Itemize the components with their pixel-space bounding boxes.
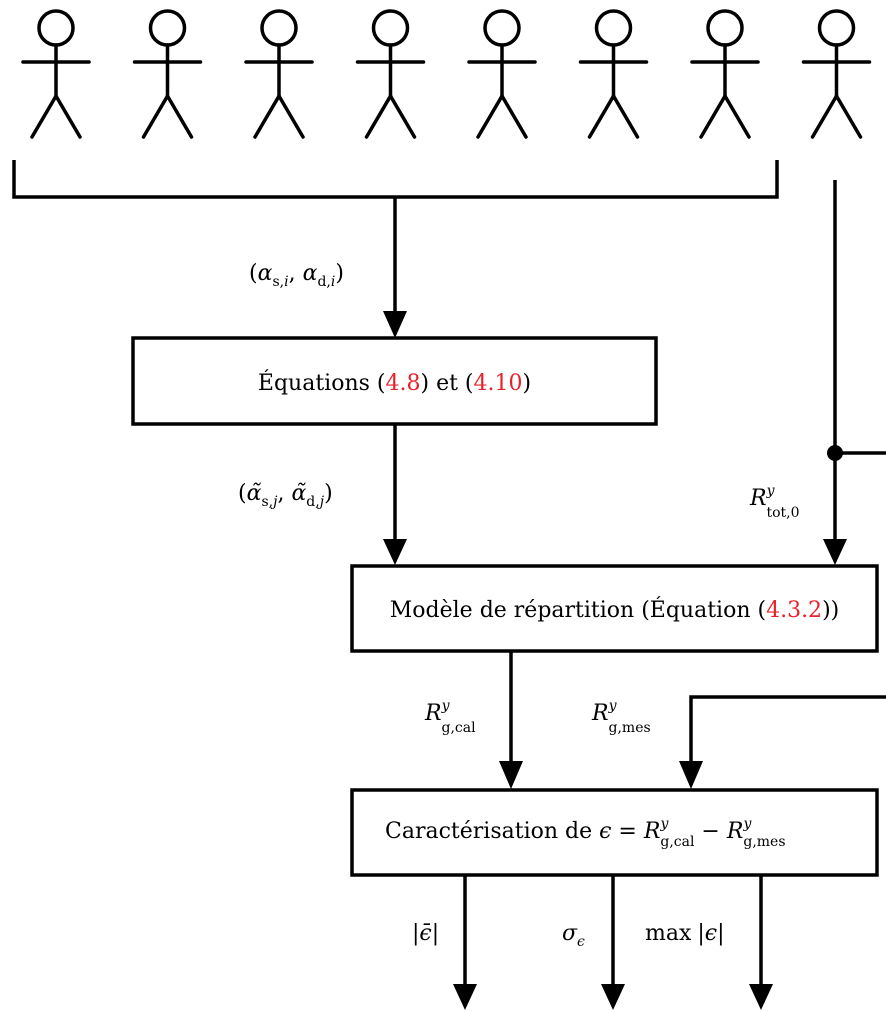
line-r-mes (689, 695, 886, 762)
label-sigma: σϵ (562, 921, 585, 950)
people-bracket (12, 160, 779, 199)
arrowhead-max-abs (749, 984, 773, 1010)
people-group (21, 9, 872, 139)
equations-box-label: Équations (4.8) et (4.10) (258, 369, 531, 396)
arrowhead-alpha-in (383, 311, 407, 338)
arrowhead-r-mes (679, 761, 703, 789)
person-icon (690, 9, 760, 139)
model-box (350, 564, 879, 653)
person-icon (578, 9, 649, 139)
equations-box (131, 336, 658, 426)
characterization-box (350, 788, 879, 877)
model-box-label: Modèle de répartition (Équation (4.3.2)) (390, 596, 839, 623)
arrowhead-alpha-out (383, 539, 407, 565)
person-icon (244, 9, 314, 139)
person-icon (21, 9, 91, 139)
arrowhead-total-load (823, 539, 847, 565)
label-mean-abs: |ϵ̄| (412, 921, 439, 946)
arrowhead-mean-abs (453, 984, 477, 1010)
arrowhead-r-cal (499, 761, 523, 789)
arrowhead-sigma (601, 984, 625, 1010)
label-alpha-in: (αs,i, αd,i) (249, 261, 344, 290)
label-alpha-out: (α̃s,j, α̃d,j) (238, 481, 333, 510)
label-max-abs: max|ϵ| (645, 921, 725, 946)
person-icon (467, 9, 537, 139)
person-icon (132, 9, 203, 139)
person-icon (355, 9, 426, 139)
person-icon (801, 9, 872, 139)
